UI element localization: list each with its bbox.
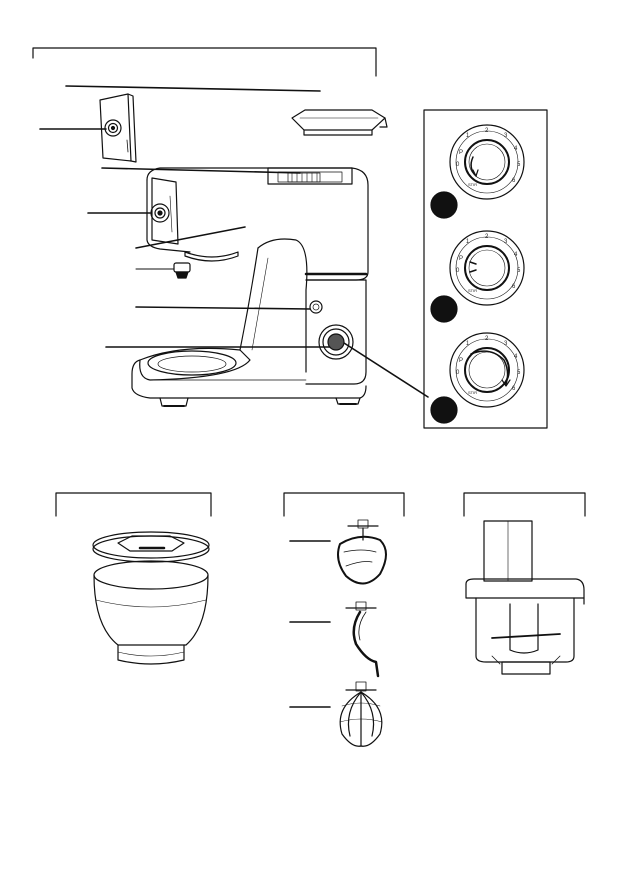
step-marker-3 <box>430 396 458 424</box>
dial-3-tick-4: 4 <box>514 354 518 360</box>
dial-2-tick-2: 2 <box>485 234 489 240</box>
drive-shaft <box>173 251 239 279</box>
leader-speed-dial <box>343 342 429 398</box>
mixer-body <box>305 279 367 385</box>
dial-2-tick-3: 3 <box>504 239 508 245</box>
dial-3 <box>449 332 525 408</box>
dial-3-tick-p: P <box>459 358 463 364</box>
dial-3-mode-label: STIR <box>468 390 477 395</box>
mixer-base <box>131 347 367 407</box>
dial-1-tick-0: 0 <box>456 162 460 168</box>
dial-1-tick-1: 1 <box>466 133 470 139</box>
dial-3-tick-6: 6 <box>512 386 516 392</box>
dial-2 <box>449 230 525 306</box>
splash-guard <box>92 531 210 563</box>
lid-part <box>291 109 388 136</box>
flat-beater <box>337 519 387 585</box>
dough-hook <box>345 601 380 678</box>
dial-2-tick-0: 0 <box>456 268 460 274</box>
whisk <box>339 681 383 747</box>
dial-1-labels: 0 P 1 2 3 4 5 6 STIR <box>456 128 521 187</box>
dial-2-tick-5: 5 <box>517 268 521 274</box>
dial-1-tick-2: 2 <box>485 128 489 134</box>
dial-2-mode-label: STIR <box>468 288 477 293</box>
processor-bracket <box>463 492 586 517</box>
leader-head <box>135 226 246 249</box>
dial-3-tick-5: 5 <box>517 370 521 376</box>
leader-tilt-button <box>135 306 311 310</box>
front-cover-part <box>99 93 137 163</box>
dial-3-tick-1: 1 <box>466 341 470 347</box>
dial-2-labels: 0 P 1 2 3 4 5 6 STIR <box>456 234 521 293</box>
dial-2-tick-p: P <box>459 256 463 262</box>
step-marker-1 <box>430 191 458 219</box>
dial-panel <box>423 109 548 429</box>
tools-bracket <box>283 492 405 517</box>
tilt-release-button <box>309 300 323 314</box>
bowl-bracket <box>55 492 212 517</box>
dial-2-tick-4: 4 <box>514 252 518 258</box>
food-processor <box>465 520 585 675</box>
leader-lid <box>65 85 321 92</box>
dial-1-mode-label: STIR <box>468 182 477 187</box>
leader-top-outlet <box>101 167 301 174</box>
mixer-column <box>239 238 308 373</box>
front-outlet <box>150 177 179 245</box>
top-outlet-gear <box>287 172 321 183</box>
bowl-seat <box>147 350 237 376</box>
dial-3-labels: 0 P 1 2 3 4 5 6 STIR <box>456 336 521 395</box>
mixing-bowl <box>93 560 209 665</box>
dial-3-tick-0: 0 <box>456 370 460 376</box>
dial-1-tick-6: 6 <box>512 178 516 184</box>
speed-dial-on-body <box>318 324 354 360</box>
mixer-head <box>146 167 369 281</box>
dial-2-tick-1: 1 <box>466 239 470 245</box>
dial-1-tick-p: P <box>459 150 463 156</box>
dial-3-tick-3: 3 <box>504 341 508 347</box>
dial-3-tick-2: 2 <box>485 336 489 342</box>
step-marker-2 <box>430 295 458 323</box>
main-unit-bracket <box>32 47 377 77</box>
dial-1-tick-3: 3 <box>504 133 508 139</box>
dial-1-tick-4: 4 <box>514 146 518 152</box>
dial-1 <box>449 124 525 200</box>
dial-1-tick-5: 5 <box>517 162 521 168</box>
dial-2-tick-6: 6 <box>512 284 516 290</box>
